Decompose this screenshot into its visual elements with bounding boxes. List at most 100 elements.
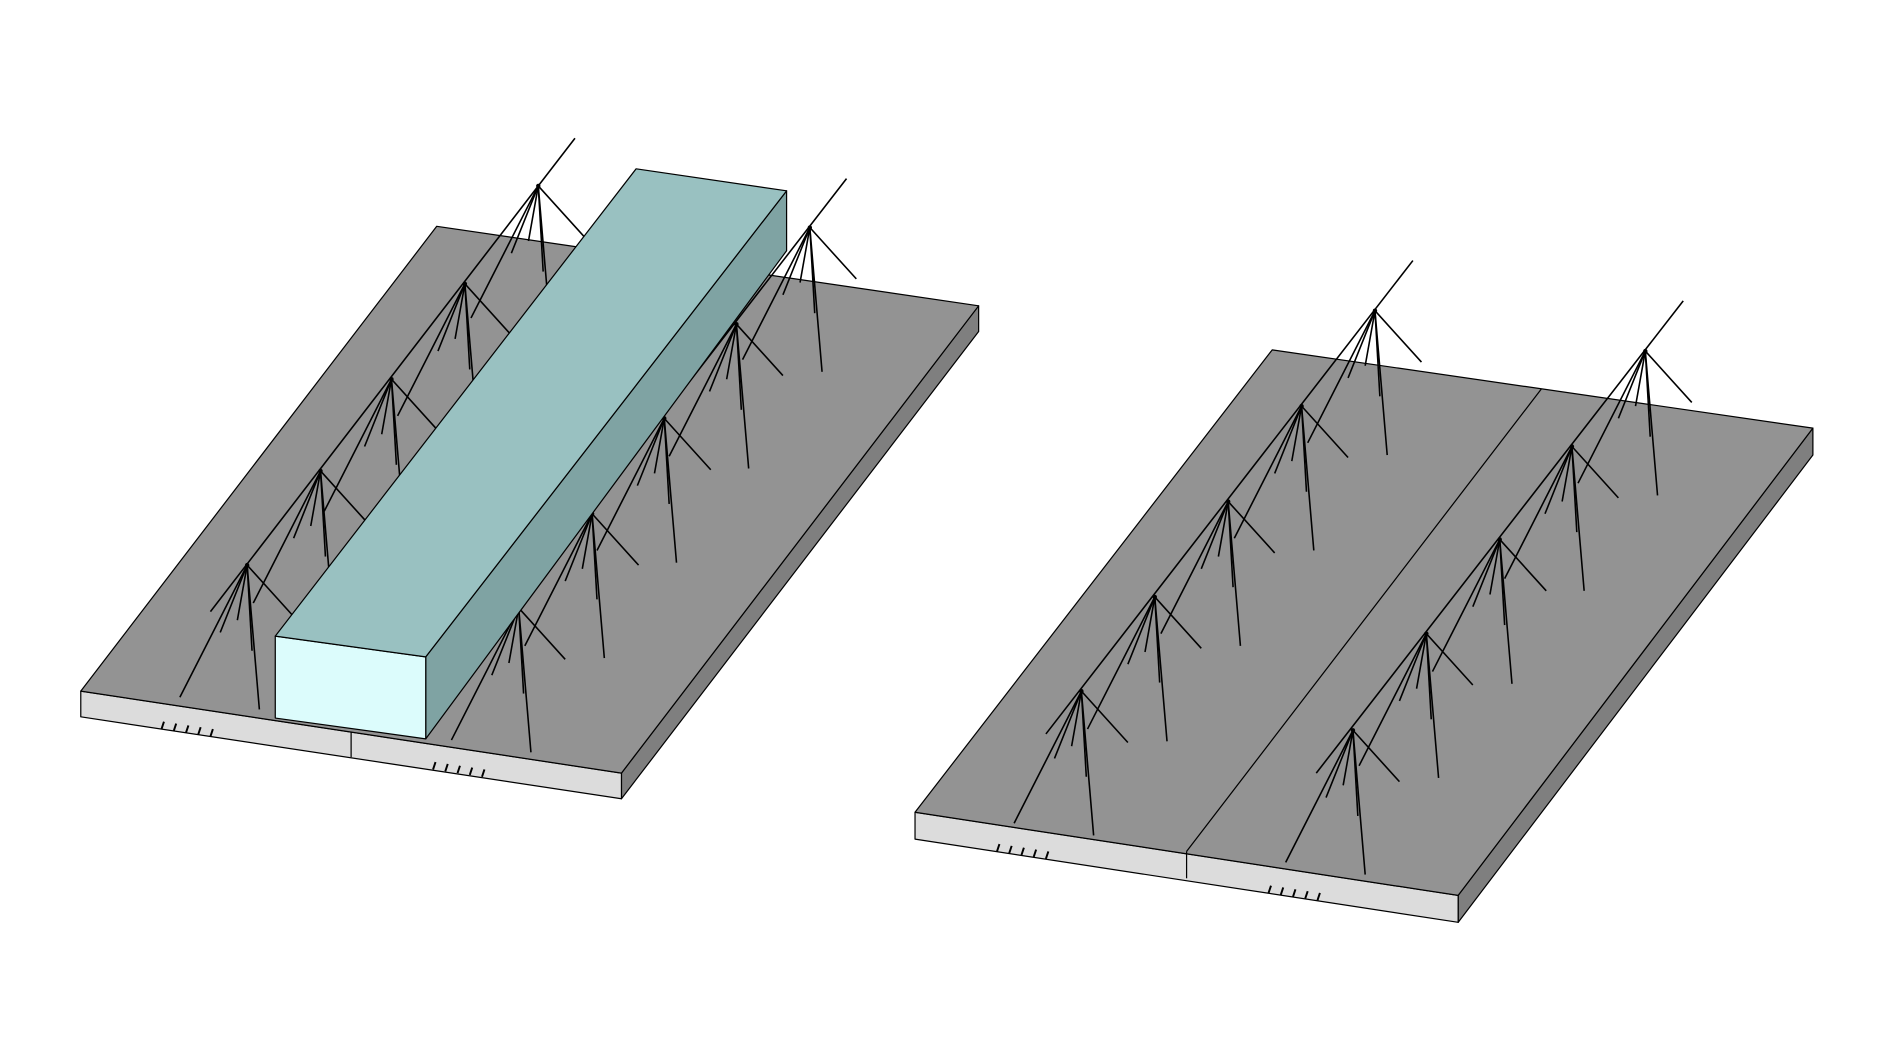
mast-guy-line [653, 418, 666, 474]
mast-guy-line [1080, 690, 1129, 744]
mast-guy-line [1154, 596, 1202, 649]
mast-node [244, 562, 250, 568]
front-tick-mark [1279, 887, 1285, 896]
mast-guy-line [1300, 405, 1349, 459]
mast-guy-line [1364, 310, 1376, 366]
mast-guy-line [1644, 351, 1651, 437]
mast-guy-line [517, 607, 525, 694]
front-tick-mark [1267, 885, 1272, 894]
mast-guy-line [809, 226, 857, 280]
mast-guy-line [1431, 539, 1501, 672]
front-tick-mark [172, 723, 178, 732]
mast-guy-line [596, 417, 665, 551]
mast-guy-line [1358, 633, 1428, 767]
mast-guy-line [1160, 501, 1229, 635]
mast-guy-line [1200, 501, 1229, 570]
mast-guy-line [508, 607, 520, 664]
slab-top-face [914, 349, 1814, 897]
mast-row [179, 137, 586, 710]
mast-guy-line [1415, 633, 1428, 689]
mast-guy-line [581, 513, 593, 569]
mast-node [1152, 594, 1157, 600]
mast [596, 416, 712, 563]
front-tick-mark [197, 726, 202, 735]
mast-guy-line [1352, 729, 1401, 783]
mast-node [1643, 348, 1648, 354]
mast-row [1013, 260, 1423, 836]
mast-guy-line [437, 283, 466, 352]
mast-guy-line [246, 565, 253, 651]
front-tick-mark [1292, 888, 1297, 897]
slab-center-seam [1186, 388, 1542, 852]
front-tick-mark [185, 725, 190, 734]
mast-guy-line [450, 607, 520, 741]
mast-guy-line [1347, 310, 1376, 379]
mast-guy-line [1127, 596, 1156, 665]
mast-guy-line [1144, 596, 1156, 653]
mast-guy-line [1472, 539, 1501, 608]
front-tick-mark [1032, 849, 1038, 858]
mast-guy-line [1284, 729, 1354, 863]
mast-guy-line [390, 379, 398, 465]
mast-guy-line [735, 323, 784, 377]
mast-guy-line [591, 513, 640, 566]
mast-guy-line [380, 379, 393, 435]
mast-guy-line [782, 227, 811, 296]
front-tick-mark [1008, 845, 1013, 854]
mast-guy-line [725, 324, 738, 380]
mast-guy-line [323, 378, 393, 512]
mast-guy-line [663, 418, 670, 505]
front-tick-mark [1316, 892, 1321, 901]
front-tick-mark [432, 761, 437, 770]
mast-guy-line [1499, 538, 1547, 592]
mast-node [1079, 688, 1084, 694]
mast-guy-line [799, 227, 811, 283]
front-tick-mark [1020, 847, 1025, 856]
mast-guy-line [1634, 350, 1647, 407]
mast-guy-line [1561, 446, 1573, 502]
front-tick-mark [1304, 890, 1309, 899]
mast-guy-line [454, 283, 466, 339]
mast-node [1372, 308, 1378, 313]
mast-guy-line [524, 513, 593, 647]
mast [1086, 594, 1202, 742]
mast-guy-line [1227, 501, 1234, 588]
mast-guy-line [179, 564, 248, 698]
mast-node [1225, 499, 1231, 504]
mast-guy-line [537, 185, 586, 238]
front-tick-mark [996, 843, 1001, 852]
right-slab [914, 260, 1814, 923]
mast-cable-line [1315, 300, 1684, 774]
front-tick-mark [160, 721, 165, 730]
mast [1160, 499, 1276, 646]
mast-guy-line [252, 470, 322, 604]
mast-guy-line [741, 227, 811, 360]
mast-guy-line [1227, 500, 1276, 554]
mast-guy-line [735, 324, 743, 410]
mast-guy-line [1233, 405, 1303, 539]
mast-guy-line [1571, 445, 1619, 499]
mast-guy-line [1352, 730, 1359, 816]
mast-guy-line [396, 283, 466, 417]
mast [1358, 631, 1474, 779]
mast-guy-line [1013, 690, 1083, 824]
mast [524, 511, 640, 659]
mast-node [318, 468, 323, 474]
mast-guy-line [564, 513, 593, 582]
mast-guy-line [527, 185, 540, 242]
mast-guy-line [309, 470, 322, 527]
mast-node [1424, 631, 1429, 636]
mast-guy-line [1425, 633, 1433, 720]
mast-guy-line [1398, 633, 1428, 702]
mast-guy-line [1498, 539, 1506, 626]
mast-guy-line [1325, 729, 1354, 798]
mast-row [1284, 300, 1693, 875]
mast-node [807, 225, 813, 230]
mast-guy-line [1374, 310, 1423, 363]
mast-guy-line [1300, 406, 1308, 492]
mast-guy-line [1644, 350, 1693, 403]
mast-guy-line [236, 565, 248, 621]
mast-guy-line [1291, 405, 1303, 462]
mast-guy-line [219, 564, 248, 633]
mast [1577, 348, 1693, 496]
